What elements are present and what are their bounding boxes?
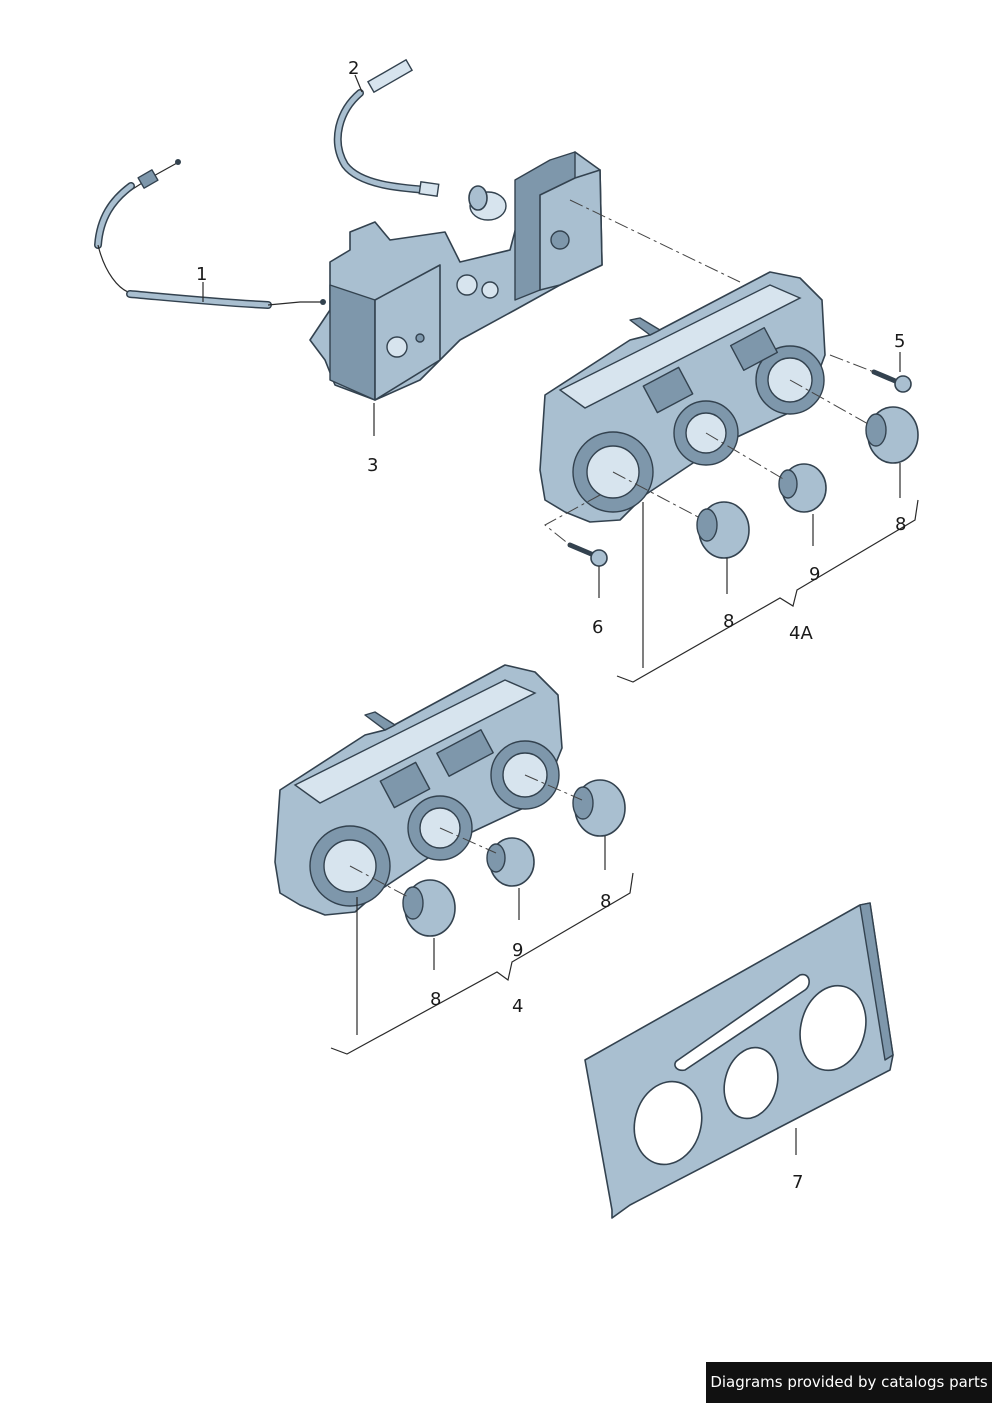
part-4a-control-panel <box>539 271 826 523</box>
callout-8-lower-left: 8 <box>430 989 441 1010</box>
part-7-trim-bezel <box>584 902 894 1219</box>
knob-8-lower-left <box>402 879 456 937</box>
knob-8-upper-right <box>865 406 919 464</box>
callout-8-upper-right: 8 <box>895 514 906 535</box>
callout-2: 2 <box>348 58 359 79</box>
credit-banner: Diagrams provided by catalogs parts <box>706 1362 992 1403</box>
callout-4a: 4A <box>789 623 813 644</box>
leader-lines <box>202 74 919 1155</box>
callout-1: 1 <box>196 264 207 285</box>
knob-9-lower <box>486 837 535 887</box>
knobs <box>402 406 919 937</box>
alignment-lines <box>349 199 875 899</box>
knob-8-lower-right <box>572 779 626 837</box>
screw-6 <box>567 542 608 567</box>
screws <box>567 369 912 567</box>
callout-8-lower-right: 8 <box>600 891 611 912</box>
callout-9-lower: 9 <box>512 940 523 961</box>
screw-5 <box>871 369 912 393</box>
callout-4: 4 <box>512 996 523 1017</box>
part-2-cable <box>333 58 440 197</box>
callout-9-upper: 9 <box>809 564 820 585</box>
knob-8-upper-left <box>696 501 750 559</box>
knob-9-upper <box>778 463 827 513</box>
callout-3: 3 <box>367 455 378 476</box>
callout-6: 6 <box>592 617 603 638</box>
callout-labels: 1 2 3 5 6 8 9 8 4A 8 9 8 4 7 <box>196 58 906 1193</box>
callout-5: 5 <box>894 331 905 352</box>
callout-7: 7 <box>792 1172 803 1193</box>
part-3-bracket <box>309 151 603 401</box>
part-1-cable <box>94 159 326 309</box>
callout-8-upper-left: 8 <box>723 611 734 632</box>
